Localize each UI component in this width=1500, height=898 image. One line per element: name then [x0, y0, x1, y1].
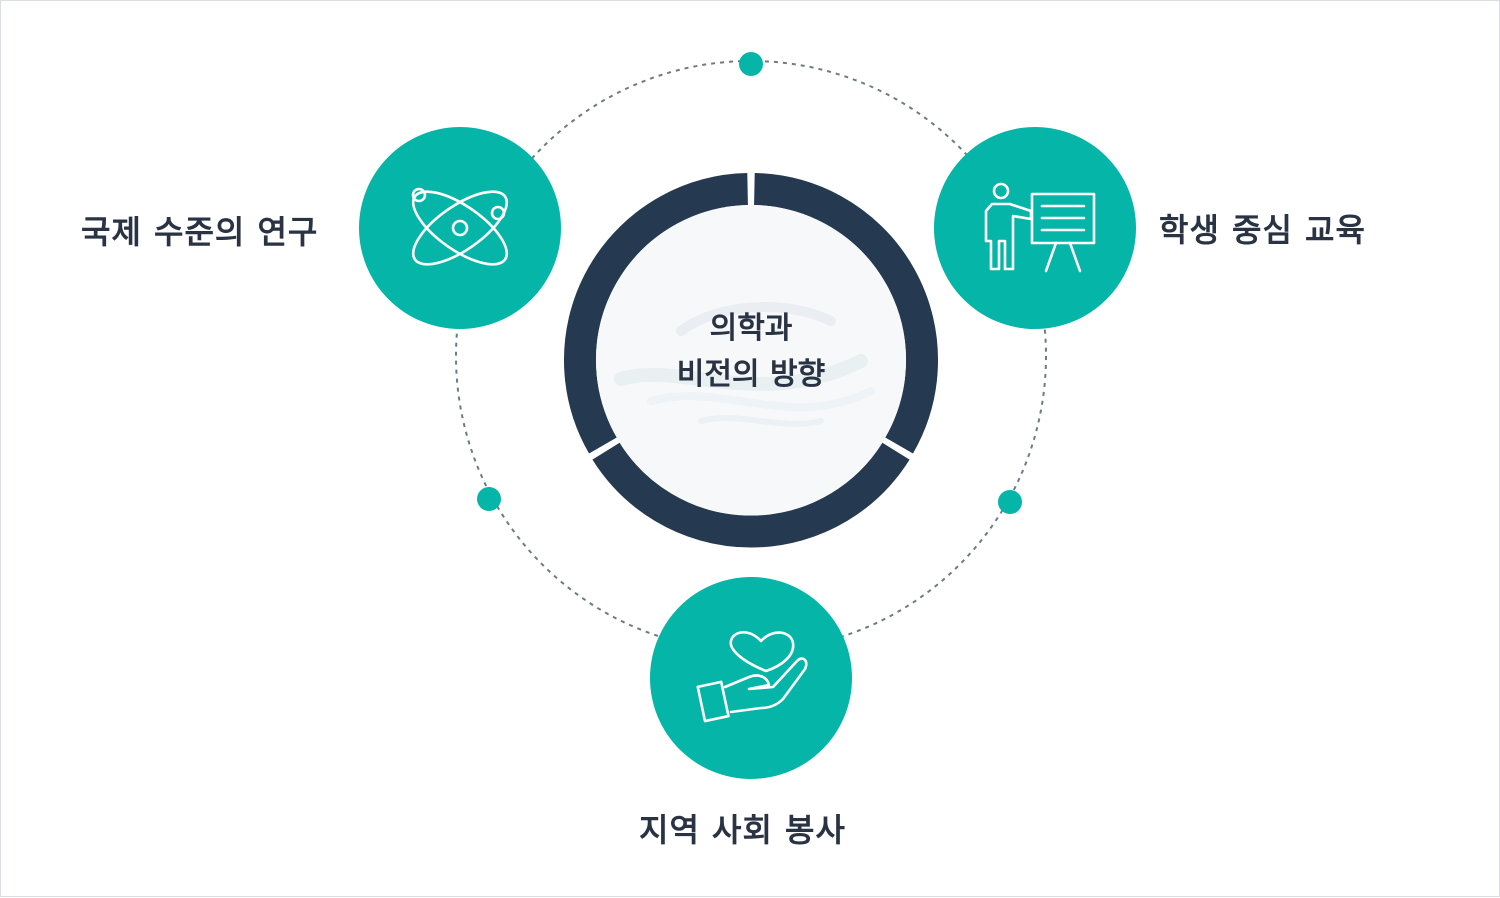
- orbit-dot-top: [739, 52, 763, 76]
- center-title: 의학과 비전의 방향: [601, 306, 901, 398]
- node-service: [650, 577, 852, 779]
- node-service-circle: [650, 577, 852, 779]
- node-research-circle: [359, 127, 561, 329]
- orbit-dot-left: [477, 487, 501, 511]
- center-title-line2: 비전의 방향: [676, 357, 826, 392]
- label-research: 국제 수준의 연구: [81, 213, 319, 251]
- center-title-line1: 의학과: [709, 311, 793, 346]
- presentation-icon: [984, 182, 1096, 273]
- label-education: 학생 중심 교육: [1159, 211, 1366, 249]
- node-research: [359, 127, 561, 329]
- ring-segment-left: [564, 173, 749, 454]
- heart-hand-icon: [696, 631, 808, 723]
- label-service: 지역 사회 봉사: [639, 811, 846, 849]
- center-ring: [564, 173, 938, 548]
- watermark-logo: [614, 302, 875, 427]
- center-disc: [596, 205, 906, 515]
- ring-segment-right: [753, 173, 938, 454]
- ring-segment-bottom: [592, 442, 910, 548]
- node-education-circle: [934, 127, 1136, 329]
- orbit-dot-right: [998, 490, 1022, 514]
- atom-icon: [411, 187, 509, 266]
- node-education: [934, 127, 1136, 329]
